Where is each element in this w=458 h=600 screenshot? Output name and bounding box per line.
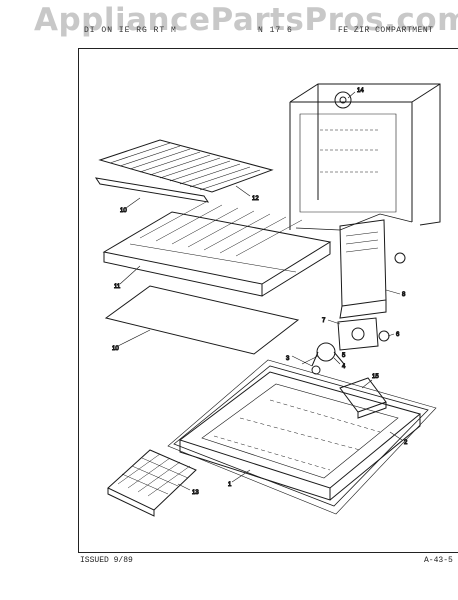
callout-7: 7 (322, 318, 326, 324)
callout-4: 4 (342, 364, 346, 370)
callout-5: 5 (342, 353, 346, 359)
issued-date: ISSUED 9/89 (80, 556, 133, 565)
insulation-pad (104, 285, 300, 355)
drain-trough (339, 377, 387, 419)
callout-1: 1 (228, 482, 232, 488)
wire-shelf (98, 139, 274, 193)
watermark: AppliancePartsPros.com (34, 2, 458, 38)
callout-8: 8 (402, 292, 406, 298)
header-model: N 17 6 (258, 26, 293, 35)
page-reference: A-43-5 (424, 556, 453, 565)
callout-3: 3 (286, 356, 290, 362)
air-duct (339, 219, 406, 319)
callout-11: 11 (114, 284, 121, 290)
gasket-frame (167, 359, 437, 515)
callout-2: 2 (404, 440, 408, 446)
callout-12: 12 (252, 196, 259, 202)
leader-lines (117, 91, 403, 491)
callout-10-pad: 10 (112, 346, 119, 352)
freezer-liner (178, 371, 422, 501)
fan-bracket (337, 317, 390, 351)
callout-6: 6 (396, 332, 400, 338)
ice-tray (107, 449, 197, 517)
footer-rule (78, 552, 458, 553)
freezer-cabinet (289, 83, 441, 231)
callout-13: 13 (192, 490, 199, 496)
callout-15: 15 (372, 374, 379, 380)
callout-10-trim: 10 (120, 208, 127, 214)
fan-motor (311, 342, 345, 375)
diagram-frame (78, 48, 458, 553)
evaporator-tray (102, 201, 332, 297)
shelf-trim (94, 177, 210, 203)
header-left: DI ON IE RG RT M (84, 26, 177, 35)
header-section: FE ZIR COMPARTMENT (338, 26, 434, 35)
callout-14: 14 (357, 88, 364, 94)
